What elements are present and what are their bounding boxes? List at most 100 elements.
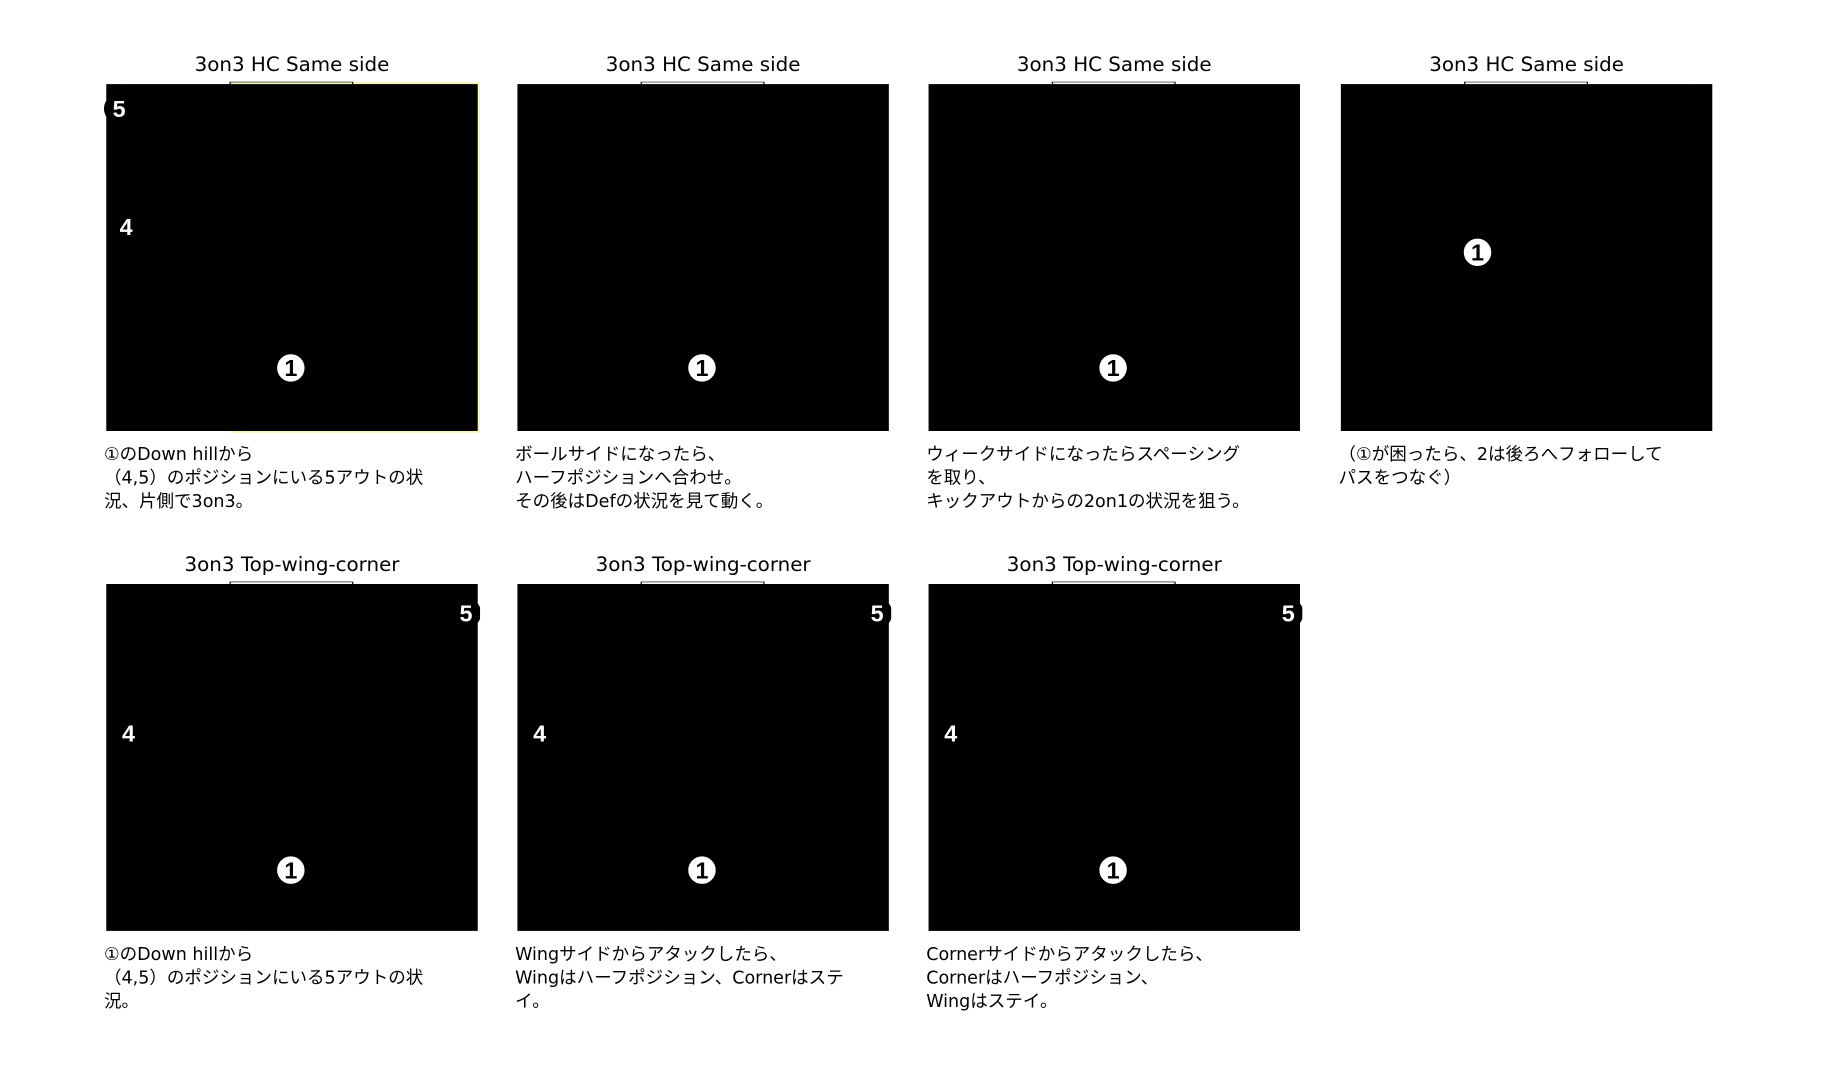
pass-arrow (1475, 270, 1561, 328)
player-label: x3 (594, 648, 612, 666)
caption-line: ハーフポジションへ合わせ。 (515, 467, 742, 489)
caption-line: Cornerはハーフポジション、 (926, 967, 1159, 989)
screen-line (1091, 138, 1198, 160)
offense-player-marker: 2 (1264, 221, 1277, 247)
offense-player-marker: 3 (461, 96, 474, 122)
defender-marker: x2 (1571, 202, 1589, 220)
player-label: 1 (1107, 355, 1120, 381)
offense-player-marker: 3 (931, 590, 944, 616)
player-label: 3 (1696, 96, 1709, 122)
caption-line: Cornerサイドからアタックしたら、 (926, 943, 1213, 965)
caption-line: キックアウトからの2on1の状況を狙う。 (926, 490, 1250, 512)
player-label: 5 (113, 96, 126, 122)
dribble-arrow (1082, 725, 1108, 857)
offense-player-marker: 3 (1696, 96, 1709, 122)
player-label: x3 (182, 648, 200, 666)
caption-line: ボールサイドになったら、 (515, 443, 726, 465)
defender-marker: x3 (182, 648, 200, 666)
defender-marker: x2 (1194, 229, 1212, 247)
caption-line: ウィークサイドになったらスペーシング (926, 443, 1241, 465)
player-label: 5 (1282, 600, 1295, 626)
defender-marker: x2 (783, 229, 801, 247)
defender-marker: x3 (379, 144, 397, 162)
defender-marker: x3 (1201, 144, 1219, 162)
cut-arrow (859, 158, 877, 220)
caption-line: ①のDown hillから (103, 943, 254, 965)
diagram-title: 3on3 Top-wing-corner (595, 553, 811, 577)
cut-arrow (1187, 158, 1202, 223)
diagram-caption: ①のDown hillから（4,5）のポジションにいる5アウトの状況、片側で3o… (104, 443, 501, 513)
half-court: 3 5 x3 4 x2 2 x1 1 (928, 581, 1303, 931)
player-label: x2 (783, 229, 801, 247)
defender-marker: x1 (1104, 774, 1122, 792)
player-label: x1 (1484, 208, 1502, 226)
player-label: 1 (1471, 239, 1484, 265)
cut-arrow (866, 643, 881, 709)
defender-marker: x1 (282, 774, 300, 792)
offense-player-marker: 4 (524, 718, 555, 749)
offense-player-marker: 1 (274, 853, 308, 887)
offense-player-marker: 5 (861, 598, 892, 629)
player-label: 3 (873, 96, 886, 122)
player-label: 3 (931, 590, 944, 616)
player-label: x1 (282, 774, 300, 792)
player-label: x1 (693, 774, 711, 792)
player-label: x2 (1571, 202, 1589, 220)
diagram-caption: ①のDown hillから（4,5）のポジションにいる5アウトの状況。 (104, 943, 501, 1013)
diagram-title: 3on3 Top-wing-corner (184, 553, 400, 577)
player-label: 2 (1264, 221, 1277, 247)
caption-line: （4,5）のポジションにいる5アウトの状 (103, 967, 424, 989)
player-label: 4 (944, 721, 957, 747)
cut-arrow (951, 591, 1013, 605)
caption-line: （4,5）のポジションにいる5アウトの状 (103, 467, 424, 489)
caption-line: Wingはステイ。 (926, 990, 1058, 1012)
offense-player-marker: 5 (1273, 598, 1303, 629)
defender-marker: x3 (1005, 648, 1023, 666)
offense-player-marker: 2 (853, 221, 866, 247)
offense-player-marker: 2 (449, 716, 462, 742)
player-label: 1 (695, 355, 708, 381)
offense-player-marker: 1 (1460, 235, 1495, 269)
diagram-caption: Cornerサイドからアタックしたら、Cornerはハーフポジション、Wingは… (926, 943, 1323, 1013)
caption-line: 況。 (103, 990, 140, 1012)
player-label: 3 (461, 96, 474, 122)
defender-marker: x1 (1484, 208, 1502, 226)
court-border (1340, 84, 1713, 431)
player-label: 4 (122, 721, 135, 747)
diagram-title: 3on3 HC Same side (194, 53, 390, 78)
defender-marker: x3 (594, 648, 612, 666)
player-label: 3 (1284, 96, 1297, 122)
player-label: 1 (1107, 857, 1120, 883)
player-label: x1 (1104, 273, 1122, 291)
defender-marker: x3 (790, 144, 808, 162)
diagram-caption: ウィークサイドになったらスペーシングを取り、キックアウトからの2on1の状況を狙… (926, 443, 1323, 513)
player-label: 2 (1271, 716, 1284, 742)
dribble-arrow (711, 730, 747, 858)
offense-player-marker: 3 (1284, 96, 1297, 122)
player-label: x3 (1558, 126, 1576, 144)
player-label: x2 (1199, 731, 1217, 749)
offense-player-marker: 4 (110, 211, 142, 242)
caption-line: Wingサイドからアタックしたら、 (515, 943, 787, 965)
dribble-arrow (712, 235, 754, 354)
player-label: x3 (379, 144, 397, 162)
player-label: 4 (120, 214, 133, 240)
offense-player-marker: 5 (103, 93, 135, 124)
diagram-title: 3on3 HC Same side (605, 53, 801, 78)
player-label: 2 (442, 221, 455, 247)
player-label: 3 (109, 590, 122, 616)
defender-marker: x3 (1558, 126, 1576, 144)
player-label: 4 (533, 721, 546, 747)
player-label: 1 (284, 355, 297, 381)
offense-player-marker: 2 (442, 221, 455, 247)
defender-marker: x1 (1104, 273, 1122, 291)
defender-marker: x1 (693, 774, 711, 792)
offense-player-marker: 2 (1271, 716, 1284, 742)
offense-player-marker: 1 (1096, 853, 1130, 887)
player-label: 5 (460, 600, 473, 626)
cut-arrow (810, 94, 867, 108)
